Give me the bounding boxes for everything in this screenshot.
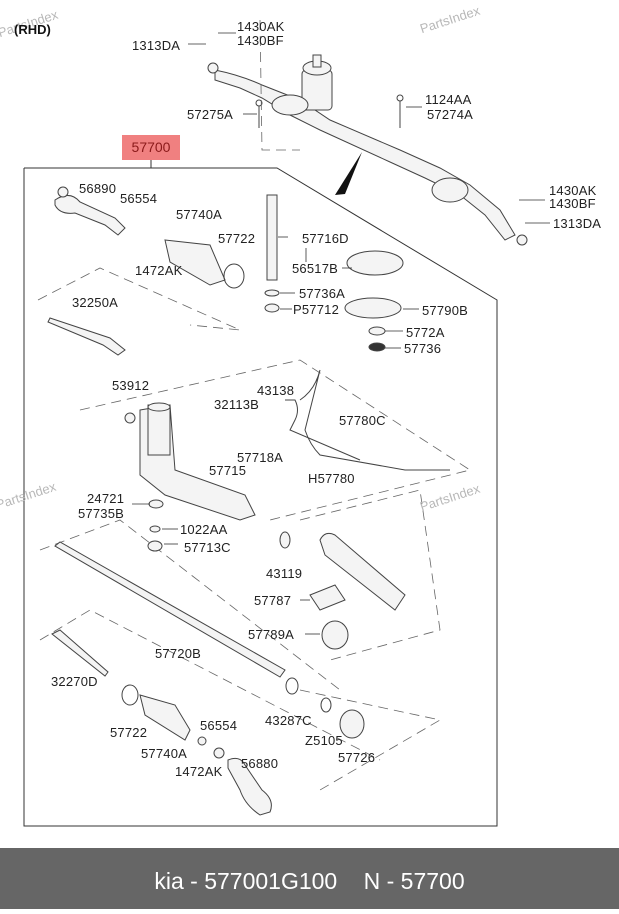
- part-label-57726[interactable]: 57726: [338, 750, 376, 765]
- diagram-drawing: [23, 19, 550, 827]
- part-label-1472AK-bottom[interactable]: 1472AK: [175, 764, 223, 779]
- part-label-56880[interactable]: 56880: [241, 756, 279, 771]
- part-label-57780C[interactable]: 57780C: [339, 413, 386, 428]
- part-label-1124AA[interactable]: 1124AA: [425, 92, 472, 107]
- part-label-43119[interactable]: 43119: [266, 566, 303, 581]
- part-label-43138[interactable]: 43138: [257, 383, 295, 398]
- part-label-43287C[interactable]: 43287C: [265, 713, 312, 728]
- part-label-57274A[interactable]: 57274A: [427, 107, 474, 122]
- part-label-57736[interactable]: 57736: [404, 341, 442, 356]
- part-label-56554-top[interactable]: 56554: [120, 191, 158, 206]
- part-label-32270D[interactable]: 32270D: [51, 674, 98, 689]
- part-label-57715[interactable]: 57715: [209, 463, 247, 478]
- footer-brand-part-number: kia - 577001G100: [154, 868, 338, 894]
- part-label-32113B[interactable]: 32113B: [214, 397, 260, 412]
- part-label-56890[interactable]: 56890: [79, 181, 117, 196]
- part-label-1022AA[interactable]: 1022AA: [180, 522, 228, 537]
- part-label-P57712[interactable]: P57712: [293, 302, 340, 317]
- part-label-57735B[interactable]: 57735B: [78, 506, 125, 521]
- bolts: [255, 94, 404, 128]
- part-label-57736A[interactable]: 57736A: [299, 286, 346, 301]
- steering-rack-assembly: [207, 54, 528, 246]
- part-label-57790B[interactable]: 57790B: [422, 303, 469, 318]
- part-label-1313DA-right[interactable]: 1313DA: [553, 216, 602, 231]
- footer-bar: kia - 577001G100 N - 57700: [0, 848, 619, 909]
- part-label-53912[interactable]: 53912: [112, 378, 150, 393]
- variant-label: (RHD): [14, 22, 51, 37]
- footer-reference-number: N - 57700: [363, 868, 465, 894]
- part-label-57718A[interactable]: 57718A: [237, 450, 284, 465]
- part-label-5772A[interactable]: 5772A: [406, 325, 445, 340]
- part-label-57740A-bottom[interactable]: 57740A: [141, 746, 188, 761]
- part-label-1430BF-right[interactable]: 1430BF: [549, 196, 596, 211]
- part-label-57720B[interactable]: 57720B: [155, 646, 202, 661]
- part-label-57716D[interactable]: 57716D: [302, 231, 349, 246]
- part-label-57787[interactable]: 57787: [254, 593, 292, 608]
- part-label-57722-top[interactable]: 57722: [218, 231, 256, 246]
- part-label-1472AK-top[interactable]: 1472AK: [135, 263, 183, 278]
- part-label-Z5105[interactable]: Z5105: [305, 733, 343, 748]
- part-label-56554-bottom[interactable]: 56554: [200, 718, 238, 733]
- part-label-57275A[interactable]: 57275A: [187, 107, 234, 122]
- part-label-57789A[interactable]: 57789A: [248, 627, 295, 642]
- part-label-1313DA-top[interactable]: 1313DA: [132, 38, 181, 53]
- part-label-24721[interactable]: 24721: [87, 491, 125, 506]
- part-label-57722-bottom[interactable]: 57722: [110, 725, 148, 740]
- assembly-frame: [23, 160, 498, 827]
- highlighted-part-57700[interactable]: 57700: [122, 135, 180, 160]
- part-label-H57780[interactable]: H57780: [308, 471, 355, 486]
- pointer-arrow: [335, 152, 362, 195]
- part-sketches: [47, 186, 450, 816]
- part-label-1430AK-top[interactable]: 1430AK: [237, 19, 285, 34]
- part-label-56517B[interactable]: 56517B: [292, 261, 339, 276]
- part-label-57713C[interactable]: 57713C: [184, 540, 231, 555]
- guide-lines: [37, 19, 471, 791]
- parts-diagram: PartsIndex PartsIndex PartsIndex PartsIn…: [0, 3, 602, 827]
- part-label-1430AK-right[interactable]: 1430AK: [549, 183, 597, 198]
- part-label-1430BF-top[interactable]: 1430BF: [237, 33, 284, 48]
- part-label-57740A-top[interactable]: 57740A: [176, 207, 223, 222]
- part-label-32250A[interactable]: 32250A: [72, 295, 119, 310]
- leader-lines: [132, 32, 550, 635]
